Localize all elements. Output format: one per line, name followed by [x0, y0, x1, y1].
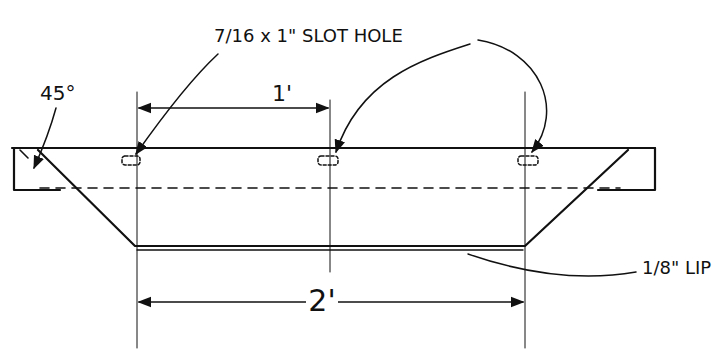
- web-outline: [38, 150, 628, 246]
- angle-label: 45°: [38, 82, 77, 104]
- leader-line: [468, 254, 636, 276]
- center-line: [137, 92, 138, 348]
- top-edge: [12, 147, 655, 149]
- leader-line: [136, 54, 218, 154]
- leader-line: [34, 108, 56, 168]
- slot-hole: [518, 156, 538, 165]
- center-line: [330, 100, 331, 272]
- dimension-label: 1': [270, 82, 294, 106]
- dimension-line: [139, 107, 328, 109]
- leader-line: [478, 40, 547, 152]
- slot-hole-note: 7/16 x 1" SLOT HOLE: [212, 26, 405, 46]
- leader-line: [336, 44, 470, 152]
- dimension-label: 2': [306, 284, 337, 317]
- slot-hole: [318, 156, 338, 165]
- left-end: [14, 148, 60, 190]
- end-tick: [20, 150, 28, 158]
- lip-note: 1/8" LIP: [640, 258, 713, 278]
- center-line: [525, 92, 526, 348]
